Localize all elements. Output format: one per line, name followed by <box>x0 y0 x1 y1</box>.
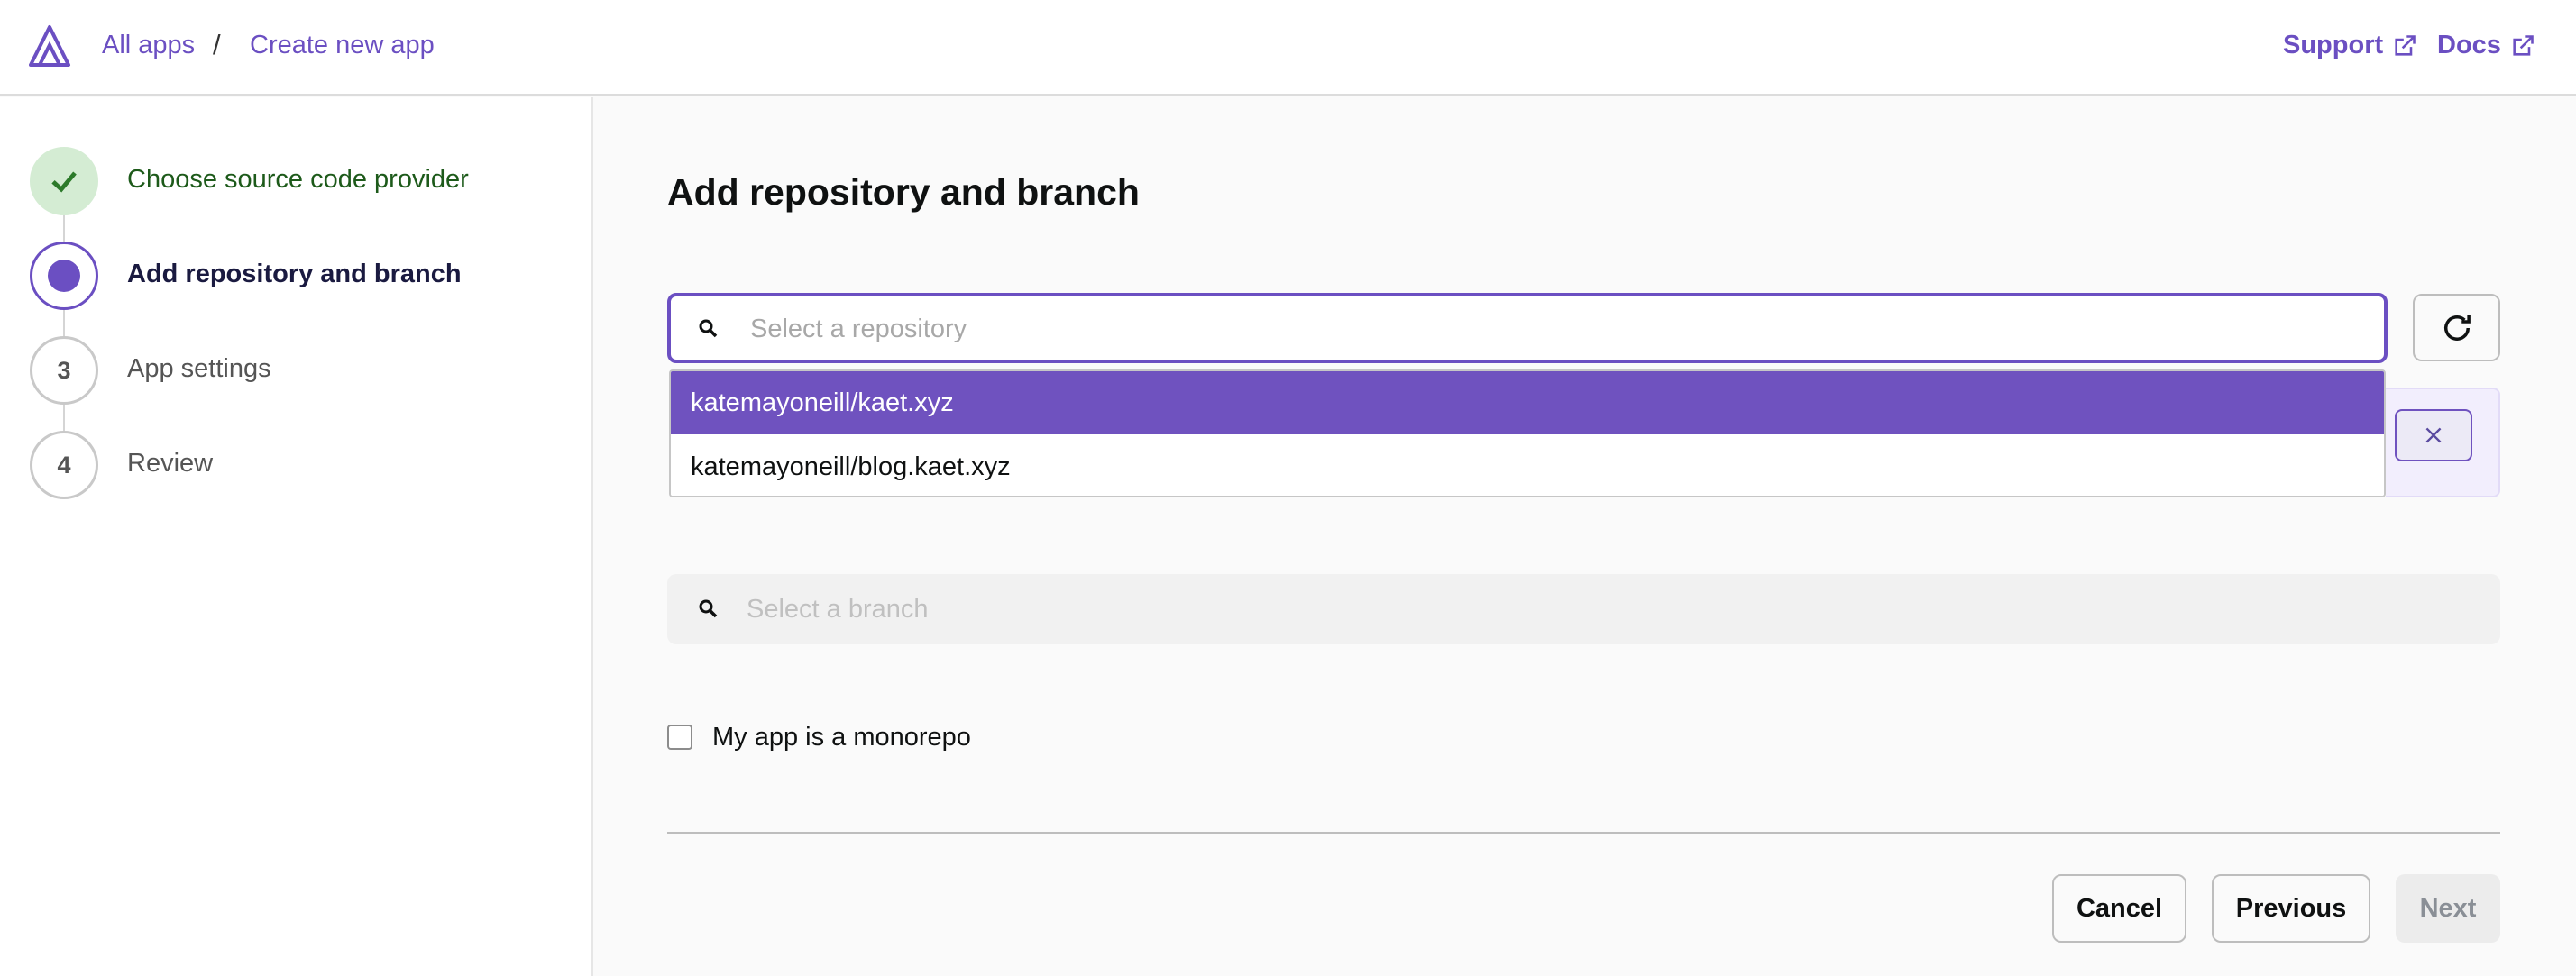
steps-connector-line <box>63 183 65 480</box>
footer-divider <box>667 832 2500 834</box>
refresh-repositories-button[interactable] <box>2413 294 2500 361</box>
step-app-settings: App settings <box>127 354 271 383</box>
amplify-logo-icon[interactable] <box>27 23 72 68</box>
remove-repository-button[interactable] <box>2395 409 2472 461</box>
search-icon <box>699 599 718 618</box>
repository-select-input[interactable]: Select a repository <box>667 293 2388 363</box>
step-3-indicator: 3 <box>30 336 98 405</box>
refresh-icon <box>2443 314 2471 341</box>
support-link[interactable]: Support <box>2283 31 2417 60</box>
step-2-active-indicator <box>30 242 98 310</box>
monorepo-checkbox-label[interactable]: My app is a monorepo <box>712 723 971 752</box>
wizard-steps-sidebar: Choose source code provider Add reposito… <box>0 97 593 976</box>
monorepo-checkbox[interactable] <box>667 725 692 750</box>
repository-dropdown-list: katemayoneill/kaet.xyz katemayoneill/blo… <box>669 369 2386 497</box>
breadcrumb-create-new-app[interactable]: Create new app <box>250 31 435 59</box>
step-4-indicator: 4 <box>30 431 98 499</box>
next-button[interactable]: Next <box>2396 874 2500 943</box>
checkmark-icon <box>51 171 77 193</box>
external-link-icon <box>2513 34 2534 56</box>
cancel-button[interactable]: Cancel <box>2052 874 2186 943</box>
step-add-repository-branch: Add repository and branch <box>127 260 462 288</box>
step-choose-source-provider[interactable]: Choose source code provider <box>127 165 469 194</box>
close-icon <box>2425 427 2442 443</box>
repository-placeholder: Select a repository <box>750 315 967 343</box>
step-review: Review <box>127 449 214 478</box>
previous-button[interactable]: Previous <box>2212 874 2370 943</box>
breadcrumb-all-apps[interactable]: All apps <box>102 31 196 59</box>
repository-option[interactable]: katemayoneill/kaet.xyz <box>671 371 2384 434</box>
repository-option[interactable]: katemayoneill/blog.kaet.xyz <box>671 435 2384 496</box>
docs-link[interactable]: Docs <box>2437 31 2535 60</box>
external-link-icon <box>2395 34 2416 56</box>
page-title: Add repository and branch <box>667 171 1140 213</box>
breadcrumb-separator: / <box>213 29 221 60</box>
step-1-complete-indicator <box>30 147 98 215</box>
docs-link-label: Docs <box>2437 31 2501 59</box>
search-icon <box>699 319 718 338</box>
branch-select-input[interactable]: Select a branch <box>667 574 2500 644</box>
branch-placeholder: Select a branch <box>747 595 929 624</box>
support-link-label: Support <box>2283 31 2384 59</box>
top-header: All apps / Create new app Support Docs <box>0 0 2576 96</box>
